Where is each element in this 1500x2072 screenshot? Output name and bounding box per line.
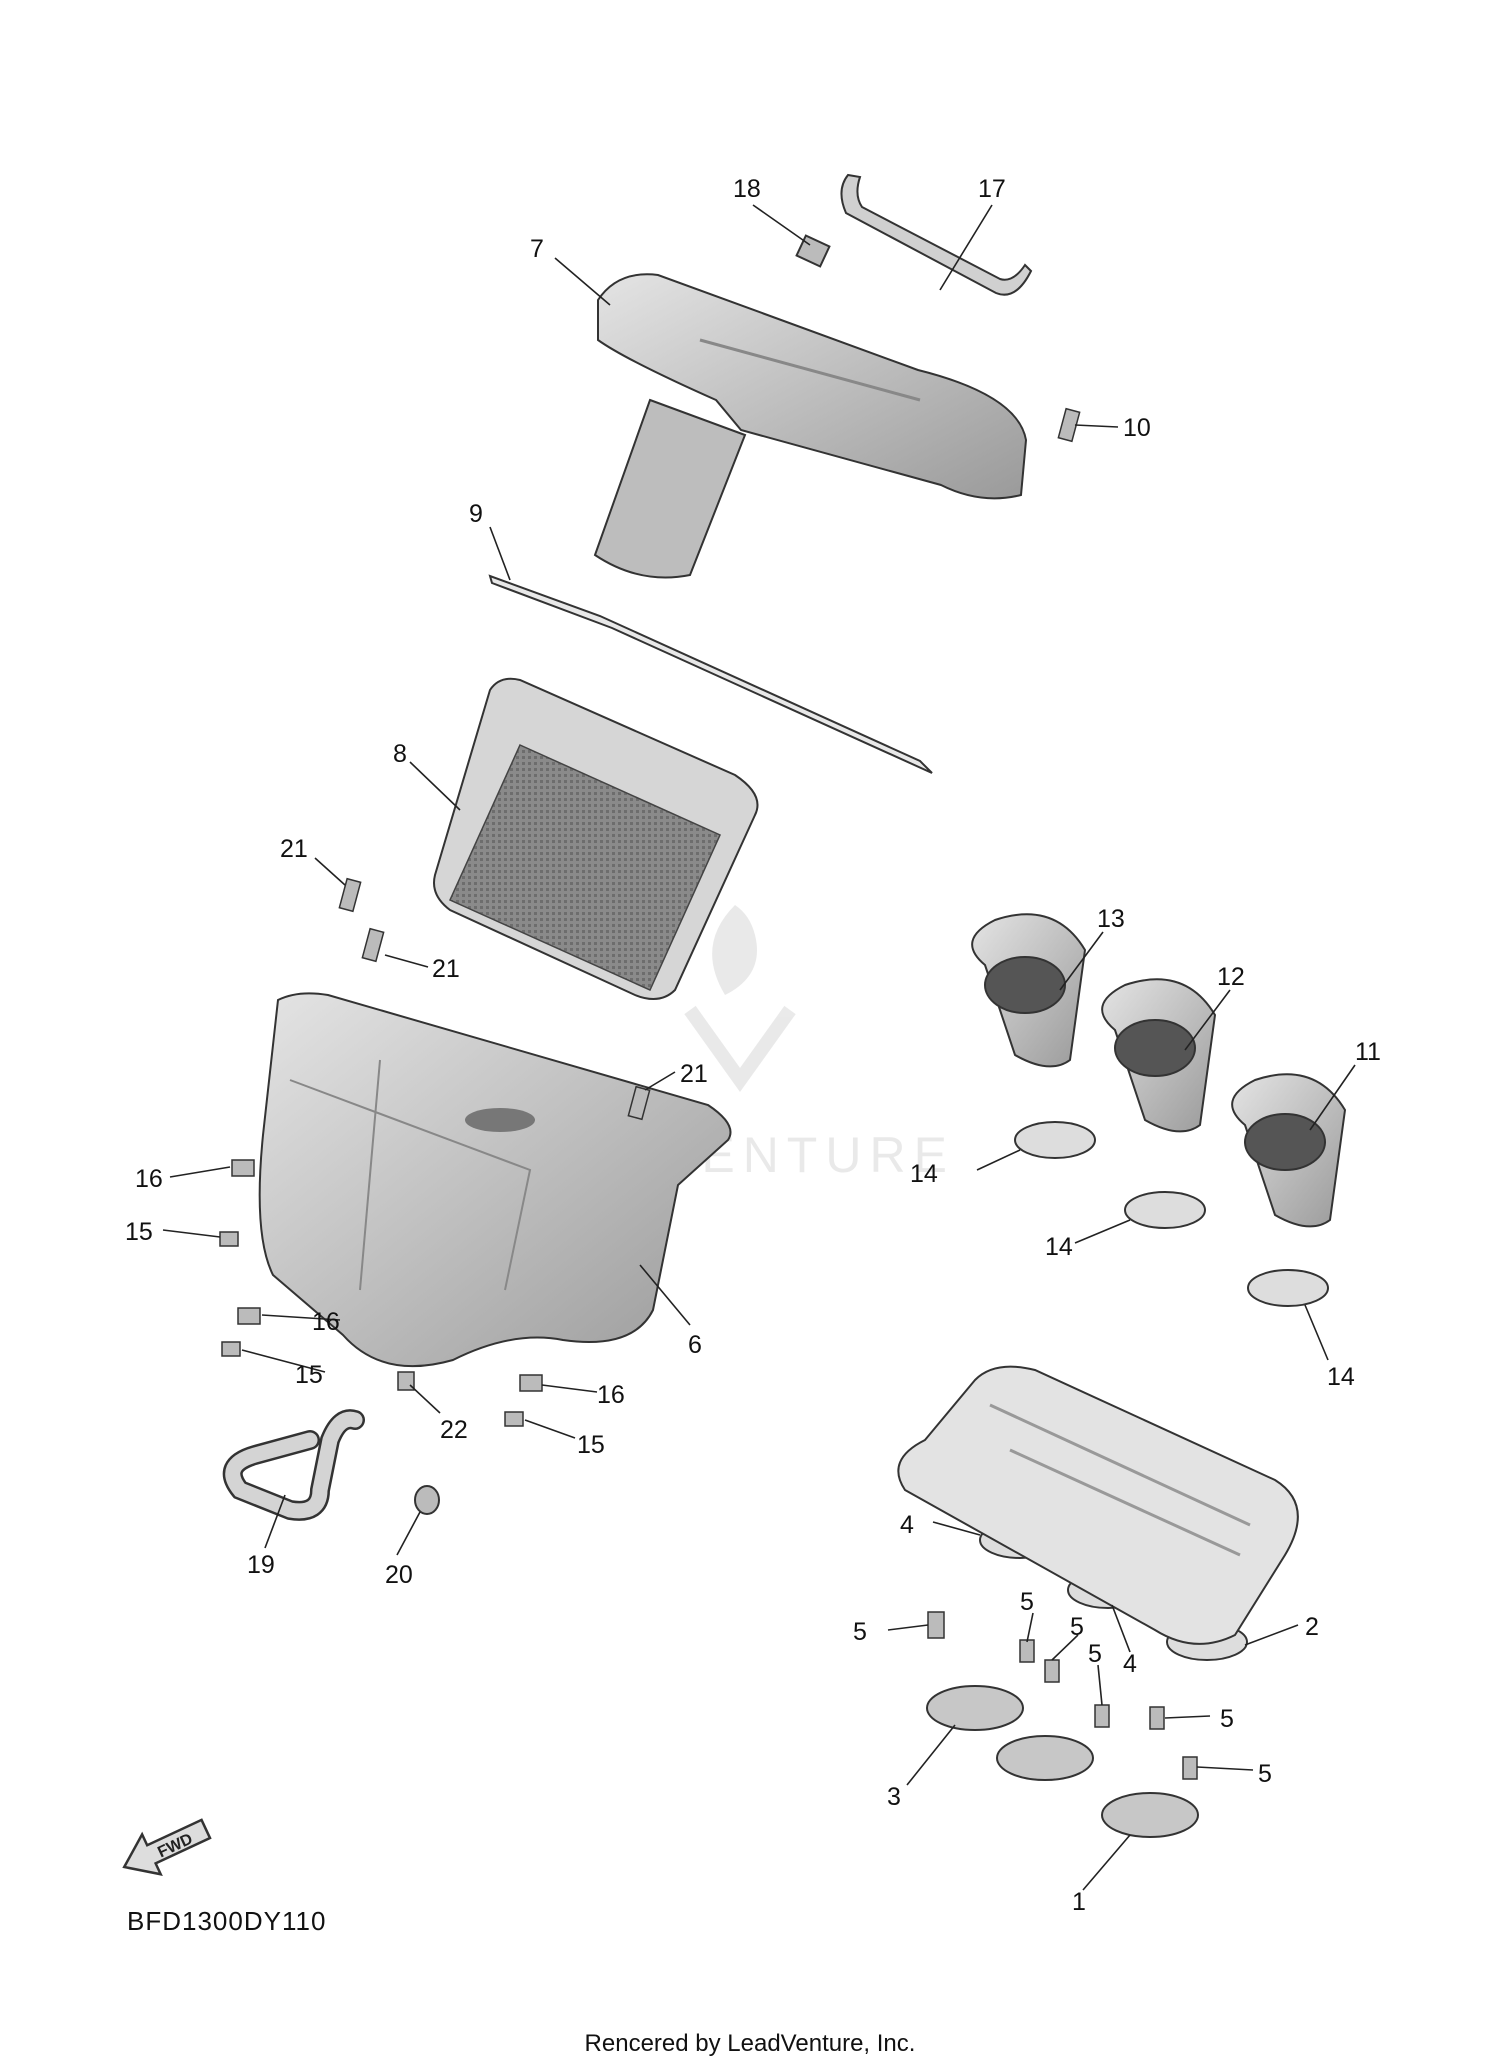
callout-15b: 15 bbox=[295, 1361, 323, 1389]
air-filter-part bbox=[433, 677, 759, 1000]
callout-9: 9 bbox=[469, 500, 483, 528]
intake-duct-11-part bbox=[1231, 1073, 1347, 1228]
fasteners bbox=[219, 407, 1198, 1780]
callout-6: 6 bbox=[688, 1331, 702, 1359]
callout-21a: 21 bbox=[280, 835, 308, 863]
callout-5a: 5 bbox=[853, 1618, 867, 1646]
gasket-part bbox=[488, 574, 933, 774]
callout-3: 3 bbox=[887, 1783, 901, 1811]
callout-20: 20 bbox=[385, 1561, 413, 1589]
callout-1: 1 bbox=[1072, 1888, 1086, 1916]
callout-15c: 15 bbox=[577, 1431, 605, 1459]
callout-4b: 4 bbox=[1123, 1650, 1137, 1678]
callout-13: 13 bbox=[1097, 905, 1125, 933]
strap-part bbox=[840, 173, 1033, 296]
leader-lines bbox=[162, 204, 1356, 1891]
callout-15a: 15 bbox=[125, 1218, 153, 1246]
callout-2: 2 bbox=[1305, 1613, 1319, 1641]
fwd-arrow-icon: FWD bbox=[122, 1818, 212, 1876]
callout-14b: 14 bbox=[1045, 1233, 1073, 1261]
callout-8: 8 bbox=[393, 740, 407, 768]
hose-clamp-part bbox=[414, 1485, 440, 1515]
callout-5b: 5 bbox=[1020, 1588, 1034, 1616]
callout-5c: 5 bbox=[1070, 1613, 1084, 1641]
intake-duct-13-part bbox=[971, 913, 1087, 1068]
intake-duct-12-part bbox=[1101, 978, 1217, 1133]
throttle-body-part bbox=[897, 1365, 1299, 1645]
callout-5f: 5 bbox=[1258, 1760, 1272, 1788]
callout-14a: 14 bbox=[910, 1160, 938, 1188]
callout-21c: 21 bbox=[680, 1060, 708, 1088]
callout-16c: 16 bbox=[597, 1381, 625, 1409]
callout-5e: 5 bbox=[1220, 1705, 1234, 1733]
callouts: 18 17 7 10 9 8 21 21 21 16 15 16 15 16 1… bbox=[125, 175, 1381, 1916]
diagram-code: BFD1300DY110 bbox=[127, 1906, 327, 1936]
callout-5d: 5 bbox=[1088, 1640, 1102, 1668]
callout-22: 22 bbox=[440, 1416, 468, 1444]
callout-14c: 14 bbox=[1327, 1363, 1355, 1391]
callout-7: 7 bbox=[530, 235, 544, 263]
airbox-cover-part bbox=[593, 273, 1028, 579]
callout-4a: 4 bbox=[900, 1511, 914, 1539]
callout-18: 18 bbox=[733, 175, 761, 203]
intake-joints bbox=[926, 1685, 1199, 1838]
callout-17: 17 bbox=[978, 175, 1006, 203]
callout-19: 19 bbox=[247, 1551, 275, 1579]
callout-21b: 21 bbox=[432, 955, 460, 983]
footer-credit: Rencered by LeadVenture, Inc. bbox=[584, 2030, 916, 2057]
callout-11: 11 bbox=[1355, 1038, 1381, 1066]
airbox-case-part bbox=[258, 992, 732, 1368]
clip-part bbox=[795, 234, 831, 268]
callout-16a: 16 bbox=[135, 1165, 163, 1193]
callout-16b: 16 bbox=[312, 1308, 340, 1336]
callout-12: 12 bbox=[1217, 963, 1245, 991]
callout-10: 10 bbox=[1123, 414, 1151, 442]
